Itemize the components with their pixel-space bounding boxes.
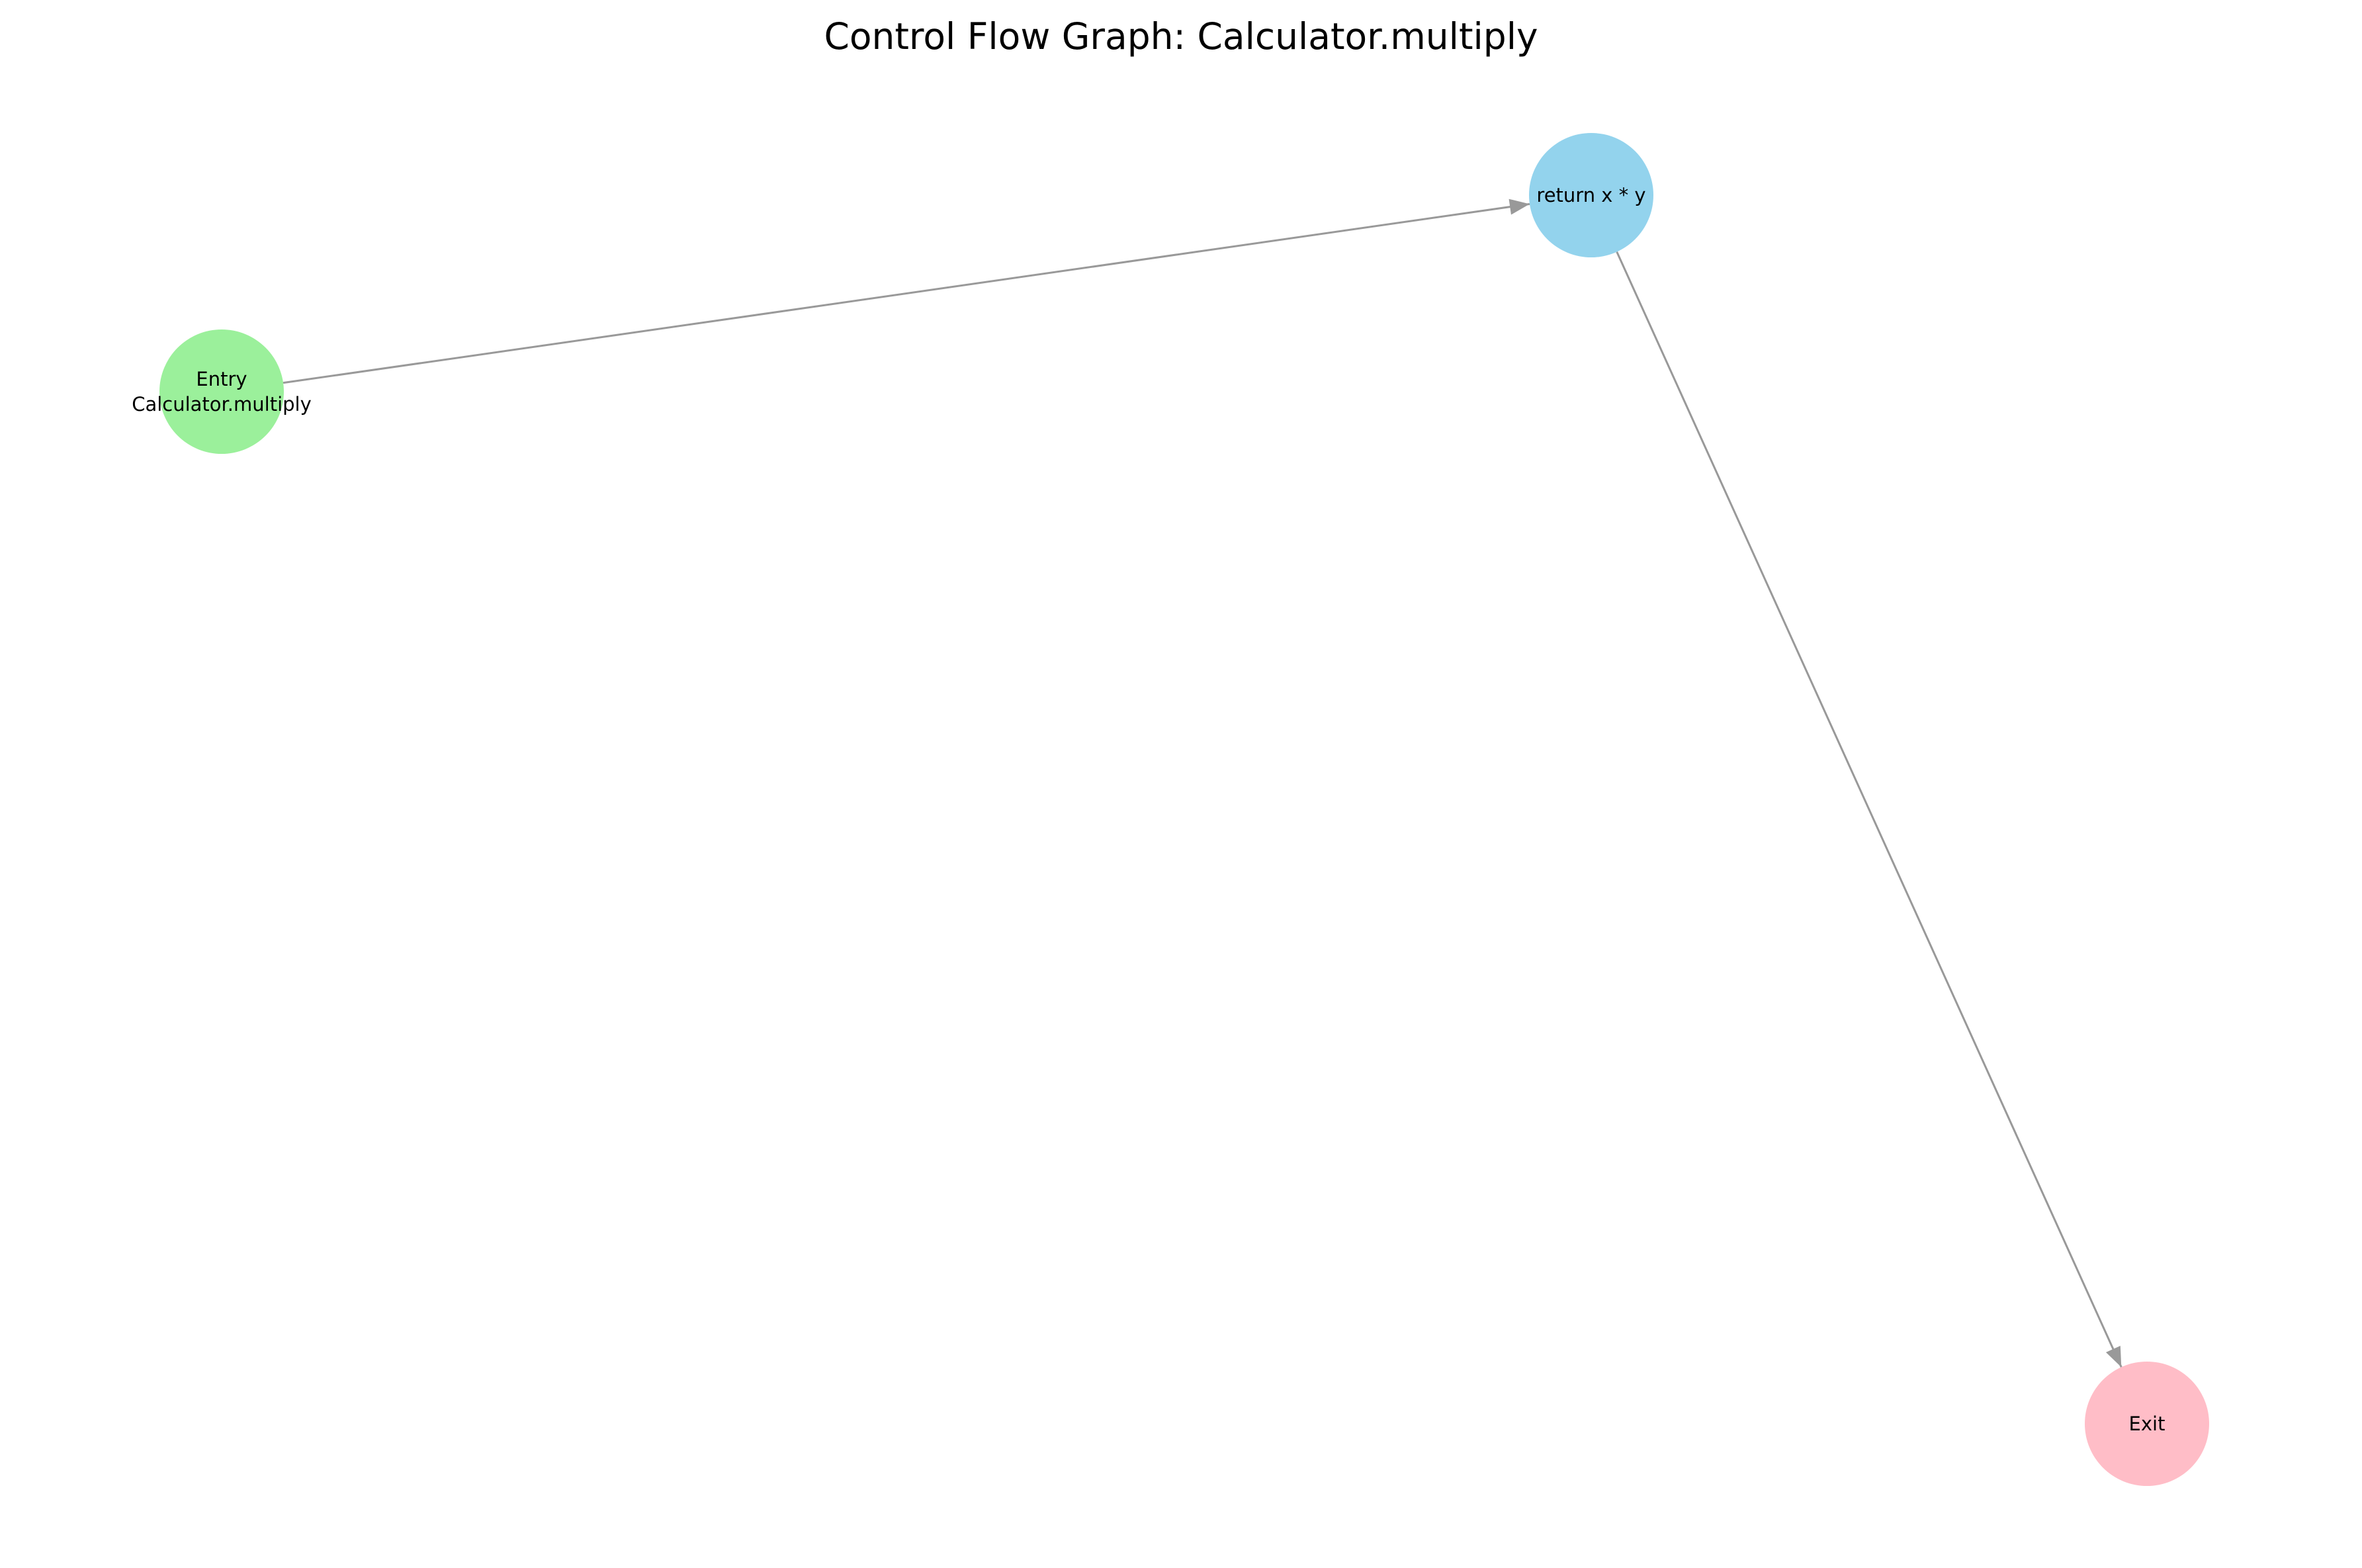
- node-exit: Exit: [2085, 1362, 2209, 1486]
- node-exit-label: Exit: [2129, 1413, 2165, 1435]
- node-entry-circle: [159, 329, 284, 454]
- node-return-label: return x * y: [1536, 184, 1645, 206]
- arrowhead-entry-to-return: [1509, 198, 1530, 215]
- node-return: return x * y: [1529, 133, 1653, 257]
- edge-return-to-exit: [1616, 251, 2122, 1368]
- node-entry-label: Entry: [196, 368, 247, 390]
- node-entry-label: Calculator.multiply: [132, 393, 312, 415]
- edges-layer: [283, 198, 2122, 1368]
- node-exit-circle: [2085, 1362, 2209, 1486]
- diagram-title: Control Flow Graph: Calculator.multiply: [824, 15, 1538, 58]
- edge-entry-to-return: [283, 202, 1530, 384]
- arrowhead-return-to-exit: [2105, 1346, 2122, 1368]
- node-return-circle: [1529, 133, 1653, 257]
